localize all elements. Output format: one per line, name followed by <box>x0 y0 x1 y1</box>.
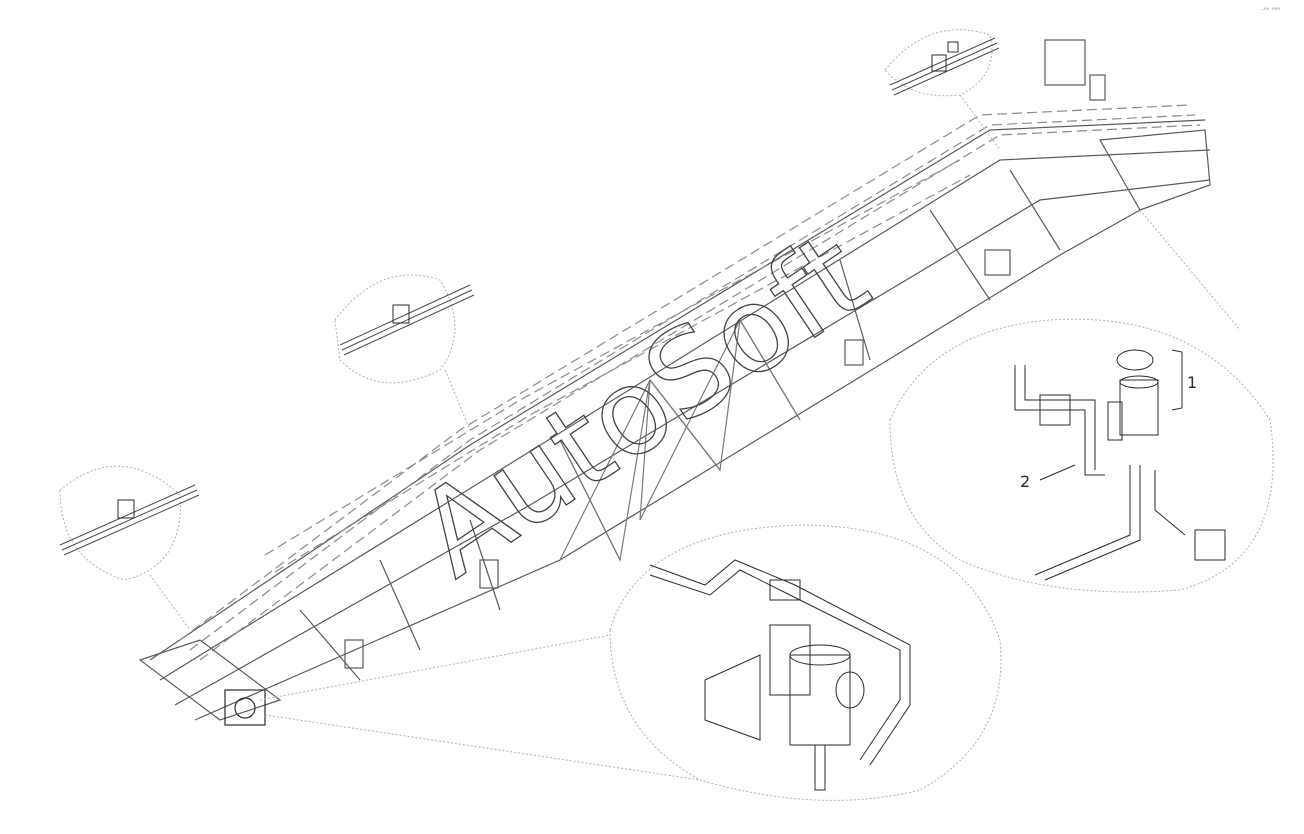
detail-bubble-mid-clip <box>334 274 475 431</box>
corner-mark: ⸱ᵉᵉ ᵃᵃᵃ <box>1262 6 1280 14</box>
callout-label-1: 1 <box>1187 373 1197 392</box>
detail-bubble-valve-assembly <box>889 209 1274 593</box>
callout-label-2: 2 <box>1020 472 1030 491</box>
detail-bubble-filter-assembly <box>259 524 1002 801</box>
chassis-frame <box>138 39 1211 726</box>
detail-bubble-front-clip <box>884 29 1001 151</box>
detail-bubble-rear-clip <box>59 465 200 631</box>
